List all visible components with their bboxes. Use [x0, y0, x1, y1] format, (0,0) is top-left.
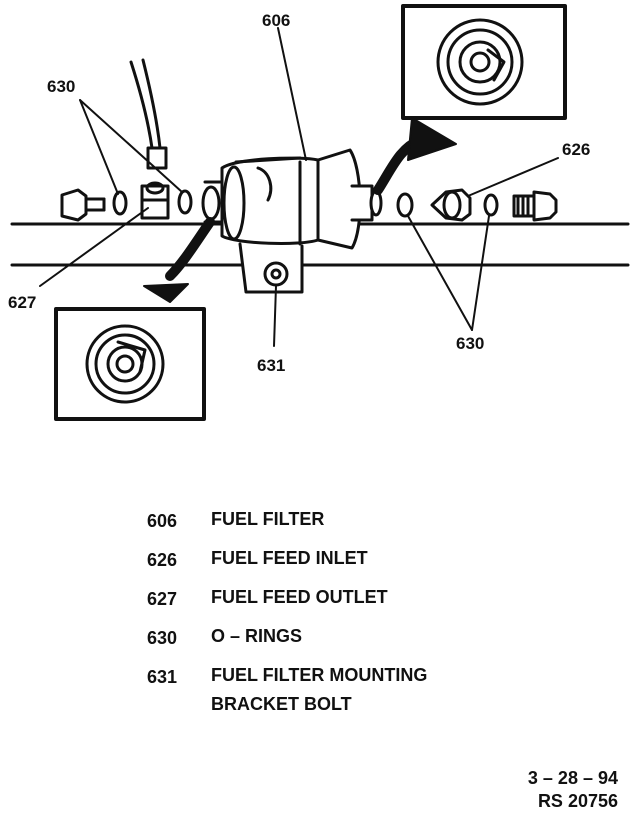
reference-date: 3 – 28 – 94: [527, 768, 618, 788]
fuel-filter-body: [201, 148, 383, 250]
legend-text: FUEL FEED OUTLET: [211, 587, 388, 607]
right-fitting-bolt: [512, 190, 558, 222]
arrow-to-lower-inset: [165, 217, 215, 281]
legend-number: 626: [147, 550, 178, 570]
callout-606: 606: [262, 11, 291, 30]
left-fitting-bolt: [60, 188, 106, 222]
legend-text: O – RINGS: [211, 626, 303, 646]
o-ring-left-1: [112, 190, 128, 216]
leader-606: [277, 27, 307, 161]
leader-627: [39, 207, 149, 287]
callout-627: 627: [8, 293, 37, 312]
fuel-filter-diagram: [10, 4, 630, 421]
leader-631: [273, 285, 277, 347]
legend-text: FUEL FILTER: [211, 509, 325, 529]
legend-number: 630: [147, 628, 178, 648]
callout-626: 626: [562, 140, 591, 159]
fuel-feed-inlet-fitting: [430, 188, 472, 222]
legend-number: 606: [147, 511, 178, 531]
legend-number: 627: [147, 589, 178, 609]
mounting-bracket: [238, 242, 304, 294]
leader-630-left-a: [79, 99, 119, 195]
fuel-hose: [129, 58, 162, 150]
legend-text: FUEL FEED INLET: [211, 548, 368, 568]
callout-630-right: 630: [456, 334, 485, 353]
leader-626-a: [467, 157, 559, 197]
callout-630-left: 630: [47, 77, 76, 96]
o-ring-right-1: [396, 192, 414, 218]
bracket-bolt: [263, 261, 289, 287]
inset-detail-inlet: [401, 4, 567, 120]
leader-630-left-b: [79, 99, 183, 193]
fuel-feed-outlet-fitting: [140, 181, 170, 220]
reference-code: RS 20756: [537, 791, 618, 811]
callout-631: 631: [257, 356, 286, 375]
o-ring-right-2: [483, 193, 499, 217]
o-ring-left-2: [177, 189, 193, 215]
leader-630-right-a: [407, 215, 473, 331]
leader-630-right-b: [471, 215, 490, 331]
inset-detail-outlet: [54, 307, 206, 421]
legend-text: FUEL FILTER MOUNTING: [211, 665, 428, 685]
legend-text: BRACKET BOLT: [211, 694, 352, 714]
legend-number: 631: [147, 667, 178, 687]
